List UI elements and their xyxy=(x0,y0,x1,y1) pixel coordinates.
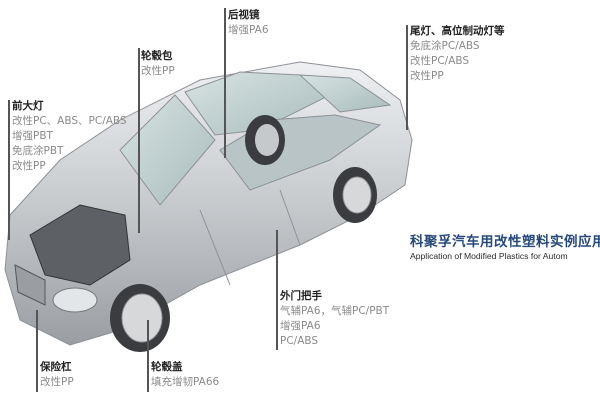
headlamp-shape xyxy=(52,287,98,313)
callout-tail-lamp: 尾灯、高位制动灯等 免底涂PC/ABS 改性PC/ABS 改性PP xyxy=(410,24,505,84)
leader-line-door-handle xyxy=(276,230,278,350)
callout-bumper: 保险杠 改性PP xyxy=(40,360,74,390)
callout-door-handle: 外门把手 气辅PA6，气辅PC/PBT 增强PA6 PC/ABS xyxy=(280,289,389,349)
callout-material: 改性PP xyxy=(141,65,175,77)
diagram-title: 科聚孚汽车用改性塑料实例应用 xyxy=(410,234,600,250)
engine xyxy=(29,204,131,286)
callout-wheel-arch: 轮毂包 改性PP xyxy=(141,49,175,79)
callout-material: 免底涂PBT xyxy=(12,145,64,157)
callout-headlamp: 前大灯 改性PC、ABS、PC/ABS 增强PBT 免底涂PBT 改性PP xyxy=(12,99,127,174)
callout-material: 改性PP xyxy=(40,376,74,388)
callout-heading: 前大灯 xyxy=(12,100,44,112)
diagram-subtitle: Application of Modified Plastics for Aut… xyxy=(410,251,568,261)
callout-material: 增强PA6 xyxy=(228,24,269,36)
callout-material: 增强PA6 xyxy=(280,320,321,332)
callout-material: 增强PBT xyxy=(12,130,53,142)
grille xyxy=(14,264,46,306)
callout-heading: 保险杠 xyxy=(40,361,72,373)
callout-heading: 轮毂包 xyxy=(141,50,173,62)
rear-glass xyxy=(298,74,392,113)
callout-wheel-cover: 轮毂盖 填充增韧PA66 xyxy=(151,360,219,390)
callout-heading: 外门把手 xyxy=(280,290,322,302)
callout-material: 填充增韧PA66 xyxy=(151,376,220,388)
callout-heading: 尾灯、高位制动灯等 xyxy=(410,25,505,37)
leader-line-wheel-arch xyxy=(138,48,140,233)
callout-material: 改性PC/ABS xyxy=(410,55,470,67)
callout-mirror: 后视镜 增强PA6 xyxy=(228,8,269,38)
leader-line-bumper xyxy=(36,310,38,392)
leader-line-mirror xyxy=(224,8,226,158)
callout-material: 免底涂PC/ABS xyxy=(410,40,480,52)
windshield xyxy=(119,94,216,206)
callout-material: 改性PP xyxy=(410,70,444,82)
callout-material: 改性PC、ABS、PC/ABS xyxy=(12,115,127,127)
leader-line-headlamp xyxy=(8,100,10,240)
callout-heading: 后视镜 xyxy=(228,9,260,21)
callout-material: 气辅PA6，气辅PC/PBT xyxy=(280,305,390,317)
callout-material: PC/ABS xyxy=(280,335,319,347)
callout-material: 改性PP xyxy=(12,160,46,172)
leader-line-wheel-cover xyxy=(147,320,149,392)
callout-heading: 轮毂盖 xyxy=(151,361,183,373)
leader-line-tail-lamp xyxy=(406,25,408,130)
